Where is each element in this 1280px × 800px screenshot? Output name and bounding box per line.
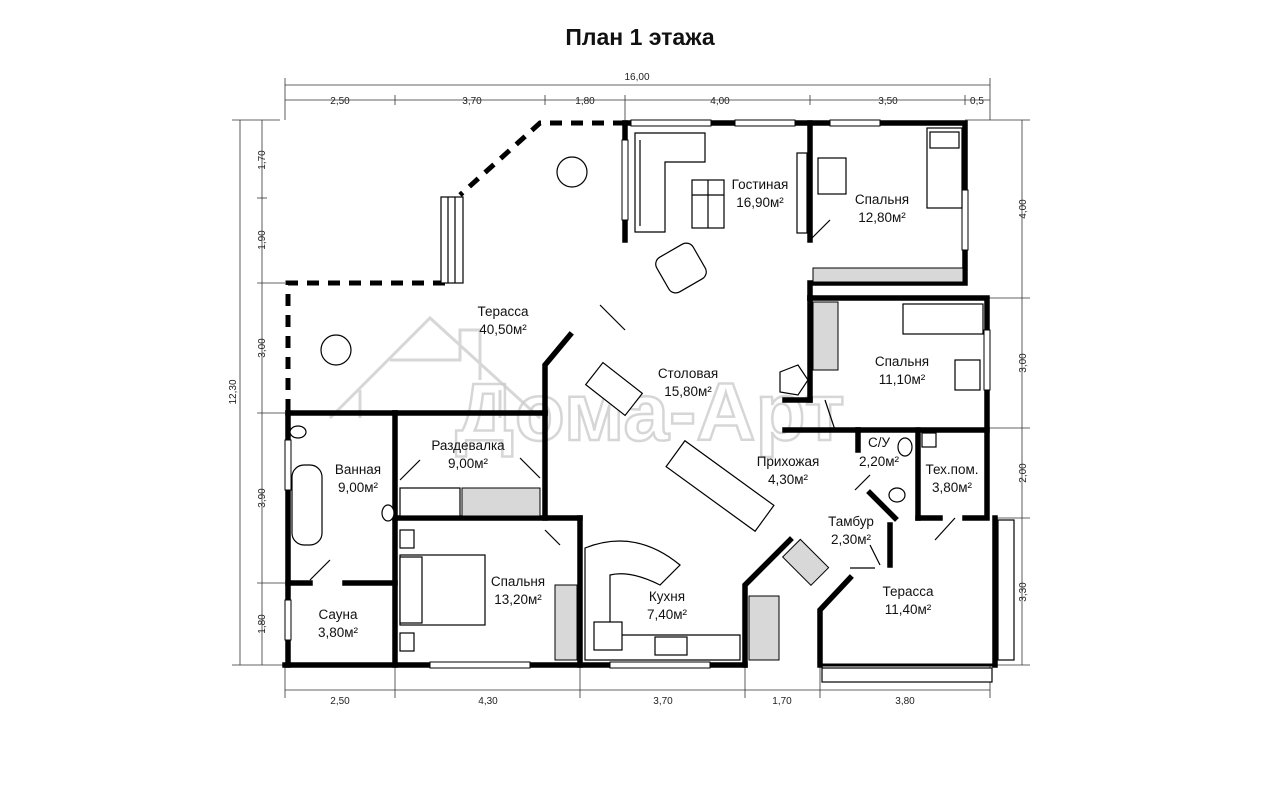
terrace-steps (440, 196, 464, 284)
toilet-icon (888, 487, 906, 503)
sink-icon (654, 636, 688, 656)
room-bathroom-name: Ванная (335, 462, 381, 477)
room-bedroom2-name: Спальня (875, 354, 929, 369)
room-sauna-name: Сауна (319, 607, 358, 622)
dim-top-3: 1,80 (575, 96, 595, 107)
room-living-name: Гостиная (732, 177, 789, 192)
dim-top-1: 2,50 (330, 96, 350, 107)
room-terrace1-name: Терасса (477, 304, 529, 319)
round-table-icon (320, 334, 352, 366)
sofa-icon (634, 132, 706, 233)
doors (309, 219, 956, 581)
room-tech-area: 3,80м² (932, 480, 973, 495)
sink-icon (381, 504, 395, 522)
dimension-labels: 16,00 2,50 3,70 1,80 4,00 3,50 0,5 2,50 … (228, 72, 1029, 707)
room-vestibule-name: Тамбур (828, 514, 874, 529)
dim-left-5: 1,80 (257, 614, 268, 634)
dim-top-total: 16,00 (624, 72, 649, 83)
room-bedroom3-name: Спальня (491, 574, 545, 589)
room-terrace1-area: 40,50м² (479, 322, 527, 337)
dim-bottom-3: 3,70 (653, 696, 673, 707)
boiler-icon (921, 432, 937, 448)
room-wc-name: С/У (868, 435, 891, 450)
windows (284, 119, 991, 669)
watermark-logo: Дома-Арт (328, 315, 846, 459)
dim-bottom-2: 4,30 (478, 696, 498, 707)
room-labels: Гостиная 16,90м² Спальня 12,80м² Терасса… (318, 177, 979, 640)
dim-top-6: 0,5 (970, 96, 984, 107)
wardrobe-icon (812, 267, 964, 283)
room-terrace2-area: 11,40м² (885, 602, 932, 617)
dim-right-4: 3,30 (1018, 582, 1029, 602)
dim-left-1: 1,70 (257, 150, 268, 170)
dim-right-1: 4,00 (1018, 199, 1029, 219)
page-title: План 1 этажа (565, 24, 715, 50)
nightstand-icon (399, 529, 415, 549)
wardrobe-icon (812, 301, 839, 371)
room-dining-area: 15,80м² (664, 384, 712, 399)
nightstand-icon (399, 632, 415, 652)
room-bedroom1-name: Спальня (855, 192, 909, 207)
dim-left-4: 3,90 (257, 488, 268, 508)
room-sauna-area: 3,80м² (318, 625, 359, 640)
bathtub-icon (291, 464, 323, 546)
dim-bottom-4: 1,70 (772, 696, 792, 707)
room-vestibule-area: 2,30м² (831, 532, 872, 547)
desk-icon (817, 157, 847, 195)
room-bedroom3-area: 13,20м² (494, 592, 542, 607)
wardrobe-icon (461, 487, 541, 517)
dim-left-total: 12,30 (228, 379, 239, 404)
room-kitchen-area: 7,40м² (647, 607, 688, 622)
room-cloakroom-area: 9,00м² (448, 456, 489, 471)
cabinet-icon (748, 595, 780, 661)
tv-stand-icon (796, 152, 808, 234)
room-living-area: 16,90м² (736, 195, 784, 210)
round-table-icon (556, 156, 588, 188)
sink-icon (897, 437, 913, 457)
toilet-icon (289, 425, 307, 439)
wardrobe-icon (554, 584, 578, 661)
stove-icon (593, 621, 623, 651)
kitchen-counter-icon (584, 540, 741, 661)
dim-top-4: 4,00 (710, 96, 730, 107)
room-wc-area: 2,20м² (859, 454, 900, 469)
dining-table-icon (584, 361, 644, 417)
dim-left-2: 1,90 (257, 230, 268, 250)
terrace-outline (285, 120, 625, 413)
terrace-steps (821, 667, 993, 683)
furniture (289, 127, 1015, 683)
room-terrace2-name: Терасса (882, 584, 934, 599)
room-bathroom-area: 9,00м² (338, 480, 379, 495)
room-kitchen-name: Кухня (649, 589, 685, 604)
room-tech-name: Тех.пом. (925, 462, 978, 477)
room-hall-name: Прихожая (757, 454, 820, 469)
fireplace-icon (779, 364, 809, 396)
stairs-icon (781, 538, 830, 587)
dim-right-2: 3,00 (1018, 353, 1029, 373)
room-bedroom1-area: 12,80м² (858, 210, 906, 225)
armchair-icon (655, 242, 707, 294)
dimension-lines (232, 78, 1030, 698)
dim-left-3: 3,00 (257, 338, 268, 358)
room-hall-area: 4,30м² (768, 472, 809, 487)
terrace-steps (997, 519, 1015, 661)
desk-icon (954, 359, 981, 391)
bed-icon (902, 303, 984, 335)
dim-right-3: 2,00 (1018, 463, 1029, 483)
sofa-icon (665, 439, 775, 533)
room-bedroom2-area: 11,10м² (879, 372, 926, 387)
walls (282, 120, 998, 668)
dim-top-2: 3,70 (462, 96, 482, 107)
dim-top-5: 3,50 (878, 96, 898, 107)
dim-bottom-1: 2,50 (330, 696, 350, 707)
dim-bottom-5: 3,80 (895, 696, 915, 707)
room-dining-name: Столовая (658, 366, 718, 381)
room-cloakroom-name: Раздевалка (431, 438, 505, 453)
